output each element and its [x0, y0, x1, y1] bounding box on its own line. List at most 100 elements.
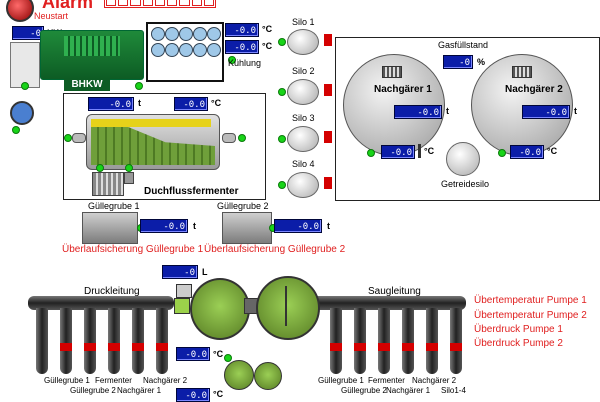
druckleitung-branch[interactable] — [132, 308, 144, 374]
silo-4-tank[interactable] — [287, 172, 319, 198]
druckleitung-valve[interactable] — [84, 343, 96, 351]
druckleitung-label: Druckleitung — [84, 286, 140, 297]
druckleitung-outlet-label: Fermenter — [95, 376, 132, 385]
silo-3-tank[interactable] — [287, 126, 319, 152]
flow-fermenter-temp-value[interactable]: -0.0 — [174, 97, 208, 111]
guellegrube1-overflow-alarm: Überlaufsicherung Güllegrube 1 — [62, 244, 204, 255]
pump-3-housing[interactable] — [224, 360, 254, 390]
pump-4-housing[interactable] — [254, 362, 282, 390]
flow-fermenter-agitator[interactable] — [92, 172, 124, 196]
saugleitung-branch[interactable] — [378, 308, 390, 374]
restart-link[interactable]: Neustart — [34, 11, 69, 21]
druckleitung-pipe — [28, 296, 174, 310]
nachgaerer2-temp-unit: °C — [547, 146, 558, 156]
cooling-label: Kühlung — [228, 58, 262, 68]
silo-2-tank[interactable] — [287, 79, 319, 105]
cooling-temp2-value[interactable]: -0.0 — [225, 40, 259, 54]
saugleitung-valve[interactable] — [354, 343, 366, 351]
pump-temp1-unit: °C — [213, 349, 224, 359]
guellegrube1-tank[interactable] — [82, 212, 138, 244]
saugleitung-branch[interactable] — [330, 308, 342, 374]
silo-2-dot — [278, 88, 286, 96]
nachgaerer1-mass-unit: t — [446, 106, 449, 116]
silo-2-label: Silo 2 — [292, 66, 315, 76]
pump-2-housing[interactable] — [256, 276, 320, 340]
getreidesilo-tank[interactable] — [446, 142, 480, 176]
cooling-temp1-unit: °C — [262, 24, 273, 34]
flow-fermenter-agitator-2[interactable] — [124, 172, 134, 184]
nachgaerer2-agitator-icon[interactable] — [512, 66, 532, 78]
saugleitung-valve[interactable] — [450, 343, 462, 351]
silo-4-valve[interactable] — [324, 177, 332, 189]
druckleitung-valve[interactable] — [60, 343, 72, 351]
flow-fermenter-outlet-dot — [238, 134, 246, 142]
saugleitung-inlet-label: Güllegrube 2 — [341, 386, 387, 395]
bhkw-cabinet — [10, 42, 40, 88]
saugleitung-inlet-label: Fermenter — [368, 376, 405, 385]
saugleitung-branch[interactable] — [426, 308, 438, 374]
nachgaerer1-agitator-icon[interactable] — [382, 66, 402, 78]
nachgaerer1-label: Nachgärer 1 — [374, 84, 432, 95]
cooling-fan-icon — [193, 27, 207, 41]
saugleitung-branch[interactable] — [402, 308, 414, 374]
cooling-unit[interactable] — [146, 22, 224, 82]
saugleitung-inlet-label: Nachgärer 1 — [386, 386, 431, 395]
guellegrube1-unit: t — [193, 221, 196, 231]
silo-2-valve[interactable] — [324, 84, 332, 96]
druckleitung-branch[interactable] — [84, 308, 96, 374]
cooling-fan-icon — [179, 27, 193, 41]
silo-1-tank[interactable] — [287, 29, 319, 55]
druckleitung-valve[interactable] — [108, 343, 120, 351]
silo-1-label: Silo 1 — [292, 17, 315, 27]
pump-x-valve[interactable] — [174, 298, 190, 314]
nachgaerer2-mass-unit: t — [574, 106, 577, 116]
saugleitung-valve[interactable] — [402, 343, 414, 351]
pump-level-value[interactable]: -0 — [162, 265, 198, 279]
saugleitung-valve[interactable] — [378, 343, 390, 351]
flow-fermenter-agitator-dot — [96, 164, 104, 172]
alarm-pump2-overtemp: Übertemperatur Pumpe 2 — [474, 310, 587, 321]
flow-fermenter-label: Duchflussfermenter — [144, 186, 239, 197]
flow-fermenter-tank[interactable] — [86, 114, 220, 170]
silo-1-valve[interactable] — [324, 34, 332, 46]
nachgaerer2-temp-value[interactable]: -0.0 — [510, 145, 544, 159]
gas-value[interactable]: -0 — [443, 55, 473, 69]
fan-icon[interactable] — [10, 101, 34, 125]
pump-1-housing[interactable] — [190, 278, 250, 340]
pump-temp1-value[interactable]: -0.0 — [176, 347, 210, 361]
nachgaerer2-mass-value[interactable]: -0.0 — [522, 105, 570, 119]
gas-unit: % — [477, 57, 486, 67]
silo-3-valve[interactable] — [324, 131, 332, 143]
druckleitung-branch[interactable] — [36, 308, 48, 374]
flow-fermenter-inlet-dot — [64, 134, 72, 142]
druckleitung-valve[interactable] — [132, 343, 144, 351]
saugleitung-valve[interactable] — [426, 343, 438, 351]
saugleitung-pipe — [312, 296, 466, 310]
alarm-pump1-overtemp: Übertemperatur Pumpe 1 — [474, 295, 587, 306]
saugleitung-valve[interactable] — [330, 343, 342, 351]
druckleitung-outlet-label: Nachgärer 1 — [117, 386, 162, 395]
pump-filter-icon[interactable] — [176, 284, 192, 298]
cooling-status-dot — [228, 56, 236, 64]
pump-temp2-unit: °C — [213, 389, 224, 399]
bhkw-kw-value[interactable]: -0 — [12, 26, 44, 40]
cooling-temp1-value[interactable]: -0.0 — [225, 23, 259, 37]
guellegrube2-tank[interactable] — [222, 212, 272, 244]
guellegrube2-value[interactable]: -0.0 — [274, 219, 322, 233]
nachgaerer1-mass-value[interactable]: -0.0 — [394, 105, 442, 119]
cooling-fan-icon — [207, 27, 221, 41]
silo-3-label: Silo 3 — [292, 113, 315, 123]
guellegrube1-label: Güllegrube 1 — [88, 201, 140, 211]
bhkw-label: BHKW — [64, 78, 110, 91]
saugleitung-branch[interactable] — [450, 308, 462, 374]
saugleitung-branch[interactable] — [354, 308, 366, 374]
flow-fermenter-mass-value[interactable]: -0.0 — [88, 97, 134, 111]
alarm-lamp[interactable] — [6, 0, 34, 22]
druckleitung-valve[interactable] — [156, 343, 168, 351]
flow-fermenter-inlet-icon — [72, 133, 86, 143]
guellegrube1-value[interactable]: -0.0 — [140, 219, 188, 233]
druckleitung-branch[interactable] — [60, 308, 72, 374]
druckleitung-branch[interactable] — [108, 308, 120, 374]
nachgaerer1-temp-value[interactable]: -0.0 — [381, 145, 415, 159]
druckleitung-branch[interactable] — [156, 308, 168, 374]
